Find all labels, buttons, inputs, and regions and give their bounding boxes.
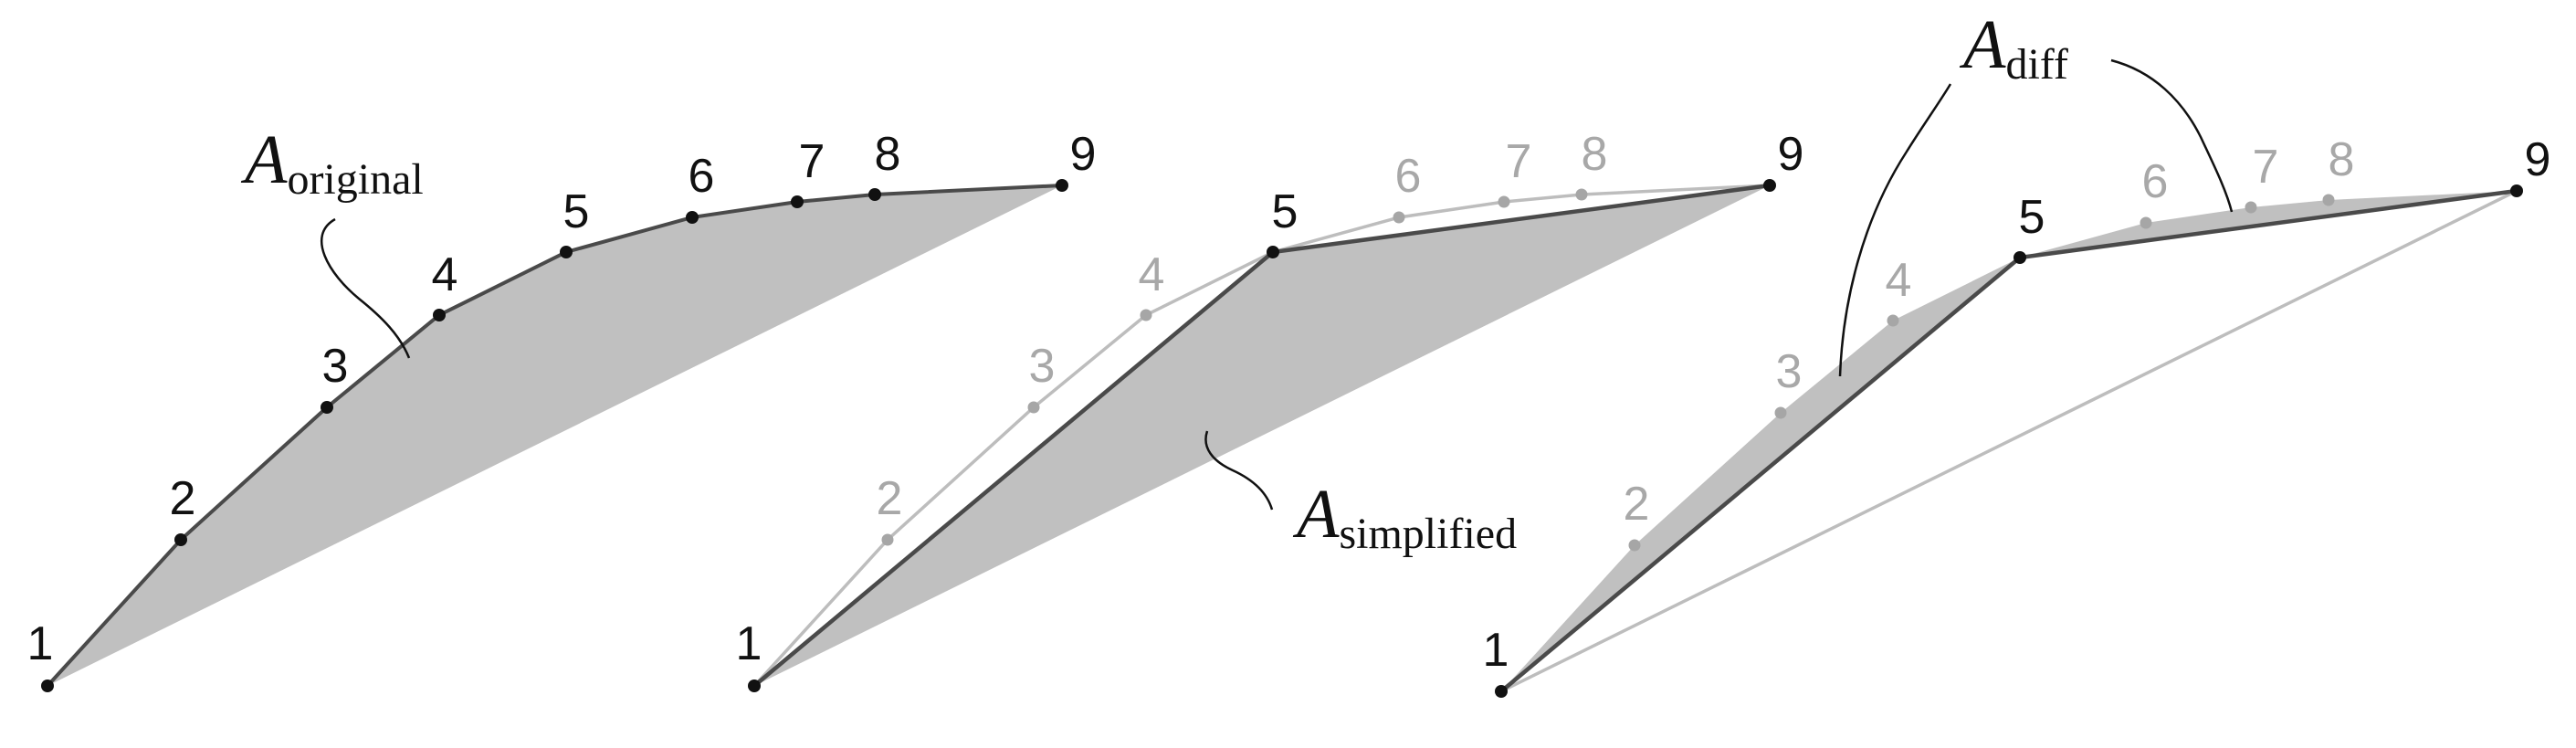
point-label-8: 8 <box>1582 128 1608 181</box>
point-label-3: 3 <box>1029 340 1056 393</box>
point-6-removed <box>2140 216 2152 229</box>
point-label-6: 6 <box>689 150 715 203</box>
point-label-7: 7 <box>799 135 825 188</box>
point-9 <box>1056 179 1068 192</box>
point-label-9: 9 <box>1070 128 1097 181</box>
point-label-6: 6 <box>2142 155 2169 208</box>
point-label-6: 6 <box>1395 150 1422 203</box>
point-label-9: 9 <box>2525 133 2551 186</box>
point-9 <box>1763 179 1776 192</box>
point-5 <box>560 246 573 258</box>
point-label-5: 5 <box>563 185 590 238</box>
point-label-8: 8 <box>2329 133 2355 186</box>
point-label-3: 3 <box>1776 345 1803 398</box>
point-1 <box>748 680 761 692</box>
point-3-removed <box>1027 401 1040 414</box>
panel-simplified: 1 2 3 4 5 6 7 8 9 Asimplified <box>736 128 1804 692</box>
point-4 <box>433 309 446 321</box>
point-2 <box>174 533 187 546</box>
point-7 <box>791 195 804 208</box>
area-simplified-leader <box>1204 430 1274 511</box>
point-4-removed <box>1887 314 1899 327</box>
point-8-removed <box>2322 194 2335 206</box>
point-label-1: 1 <box>736 617 762 670</box>
point-label-4: 4 <box>432 248 458 301</box>
point-label-1: 1 <box>27 617 54 670</box>
point-label-5: 5 <box>2019 191 2045 244</box>
point-3 <box>321 401 333 414</box>
point-7-removed <box>1498 195 1510 208</box>
point-4-removed <box>1140 309 1152 321</box>
area-original-label: Aoriginal <box>240 121 424 204</box>
point-label-1: 1 <box>1483 624 1509 677</box>
point-label-3: 3 <box>322 340 349 393</box>
point-label-2: 2 <box>877 472 903 525</box>
point-5 <box>2013 251 2026 264</box>
area-diff-label: Adiff <box>1959 6 2068 89</box>
point-label-2: 2 <box>1624 478 1650 531</box>
point-label-7: 7 <box>2253 141 2279 194</box>
point-3-removed <box>1774 406 1787 419</box>
point-2-removed <box>881 533 894 546</box>
point-label-7: 7 <box>1506 135 1532 188</box>
area-original-leader <box>320 217 411 359</box>
point-6-removed <box>1393 211 1405 224</box>
panel-diff: 1 2 3 4 5 6 7 8 9 Adiff <box>1483 6 2551 698</box>
point-6 <box>686 211 699 224</box>
point-9 <box>2510 184 2523 197</box>
area-diff-leader-right <box>2110 58 2234 213</box>
point-label-5: 5 <box>1272 185 1299 238</box>
point-1 <box>41 680 54 692</box>
panel-original: 1 2 3 4 5 6 7 8 9 Aoriginal <box>27 121 1097 692</box>
area-simplified-label: Asimplified <box>1292 476 1517 558</box>
point-2-removed <box>1628 539 1641 552</box>
area-original-fill <box>47 185 1062 686</box>
point-label-4: 4 <box>1139 248 1165 301</box>
point-label-8: 8 <box>875 128 901 181</box>
point-7-removed <box>2245 201 2257 214</box>
point-label-9: 9 <box>1778 128 1804 181</box>
point-8 <box>868 188 881 201</box>
point-5 <box>1267 246 1279 258</box>
point-label-4: 4 <box>1886 254 1912 307</box>
point-8-removed <box>1575 188 1588 201</box>
original-hull-line-faded <box>1500 189 2518 693</box>
point-label-2: 2 <box>170 472 196 525</box>
area-simplified-fill <box>754 185 1770 686</box>
point-1 <box>1495 685 1508 698</box>
area-diff-leader-left <box>1838 83 1952 377</box>
